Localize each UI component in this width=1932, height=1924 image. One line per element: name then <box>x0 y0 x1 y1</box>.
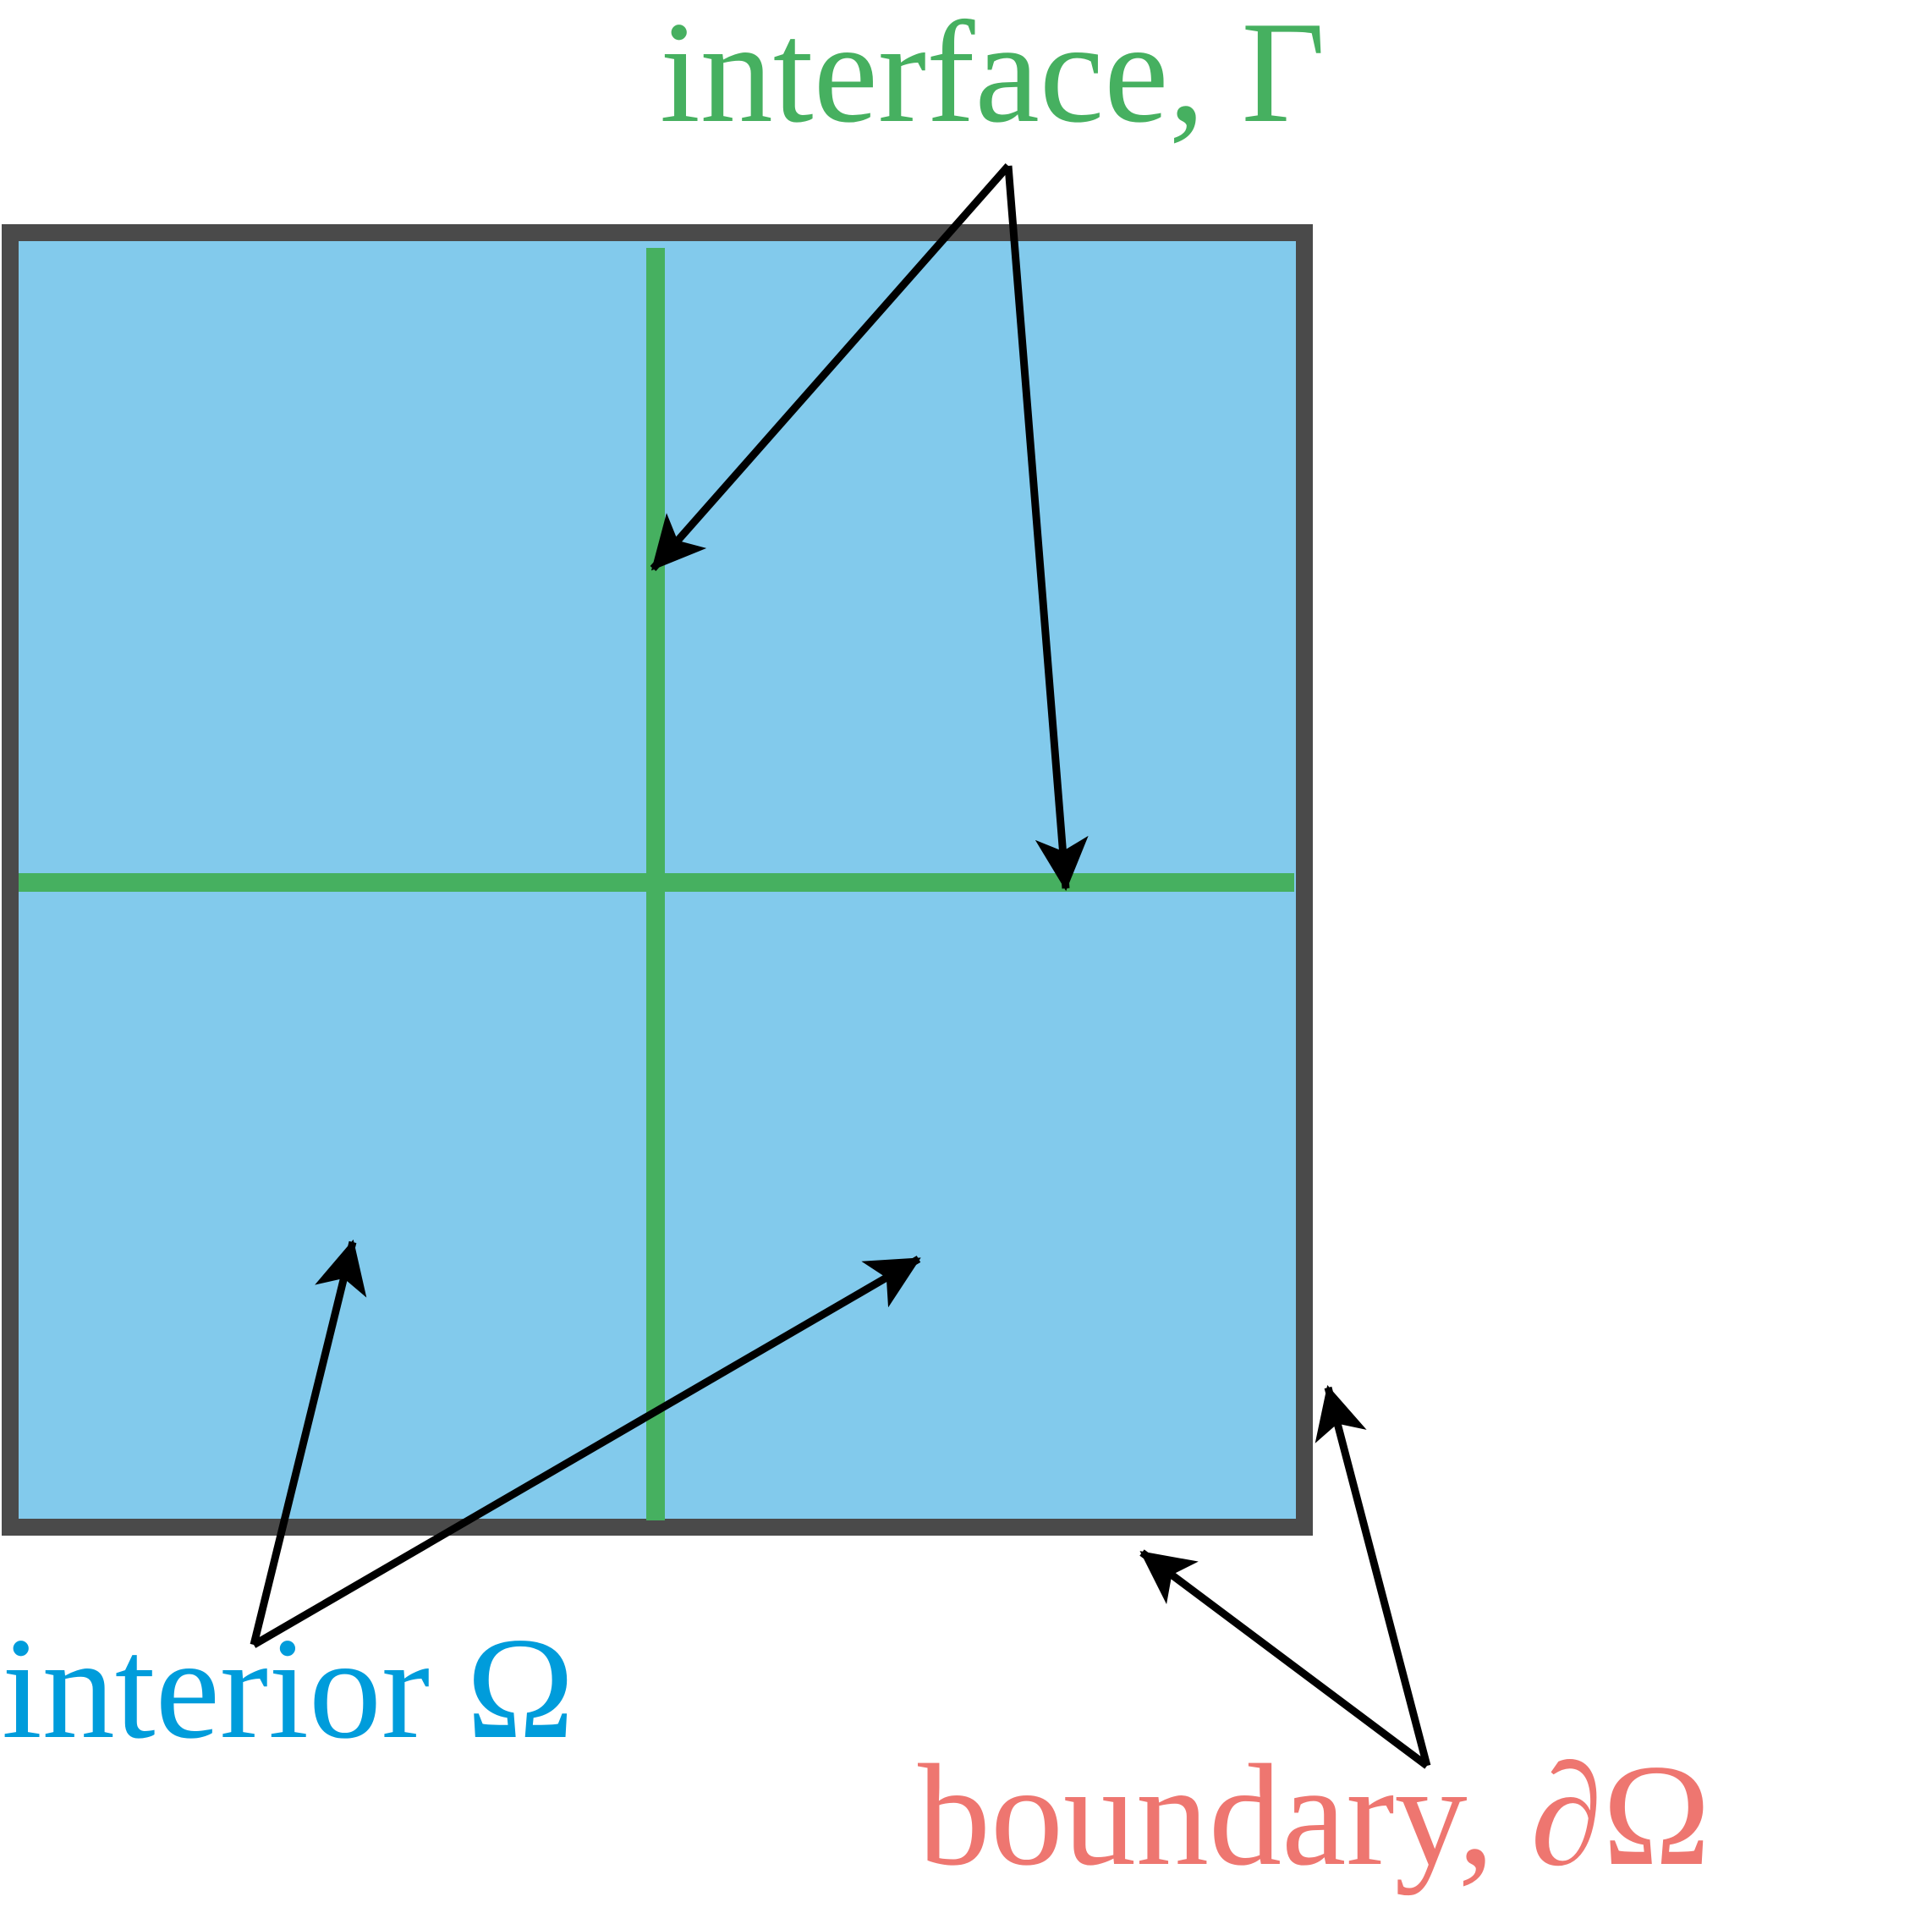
boundary-label: boundary, ∂Ω <box>918 1735 1711 1896</box>
boundary-arrow-1 <box>1139 1549 1430 1769</box>
interior-label: interior Ω <box>2 1608 575 1769</box>
interior-arrow-1 <box>250 1239 367 1646</box>
interface-arrow-1 <box>650 163 1012 571</box>
interior-arrow-2 <box>251 1256 921 1648</box>
interface-label: interface, Γ <box>660 0 1326 153</box>
boundary-arrow-2 <box>1315 1384 1431 1767</box>
interface-arrow-2 <box>1004 165 1089 892</box>
